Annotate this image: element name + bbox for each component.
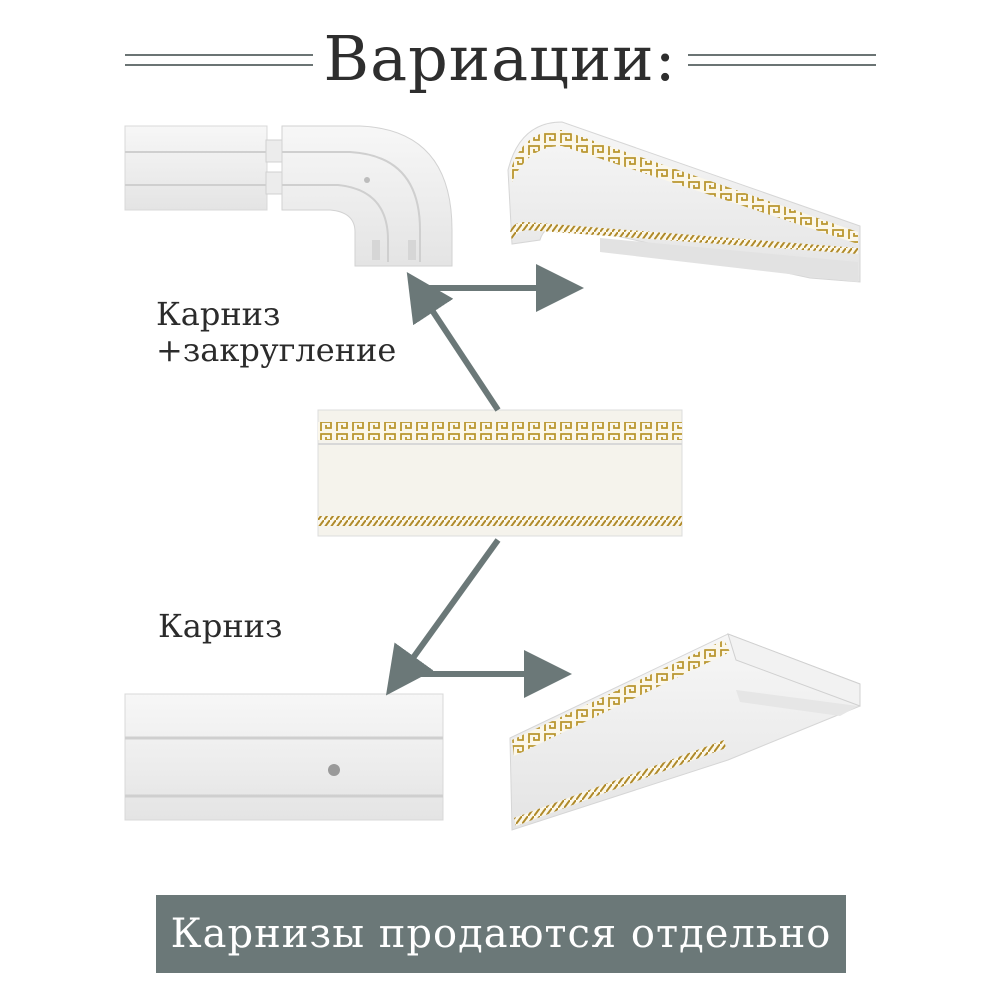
title-deco-right-bottom <box>688 64 876 66</box>
curved-cornice-image <box>507 121 861 283</box>
rail-with-corner-image <box>124 125 453 267</box>
plain-rail-image <box>124 693 444 821</box>
arrows <box>385 264 584 698</box>
sold-separately-banner: Карнизы продаются отдельно <box>156 895 846 973</box>
arrow-to-straight-set <box>385 538 501 696</box>
label-rounded-line2: +закругление <box>156 331 397 369</box>
straight-cornice-image <box>509 633 861 831</box>
page-title: Вариации: <box>323 22 677 95</box>
title-deco-left-top <box>125 54 313 56</box>
label-straight: Карниз <box>158 607 283 645</box>
arrow-to-rounded-set <box>406 271 501 412</box>
title-deco-left-bottom <box>125 64 313 66</box>
label-rounded-line1: Карниз <box>156 295 281 333</box>
decor-strip-image <box>317 409 683 537</box>
title-deco-right-top <box>688 54 876 56</box>
